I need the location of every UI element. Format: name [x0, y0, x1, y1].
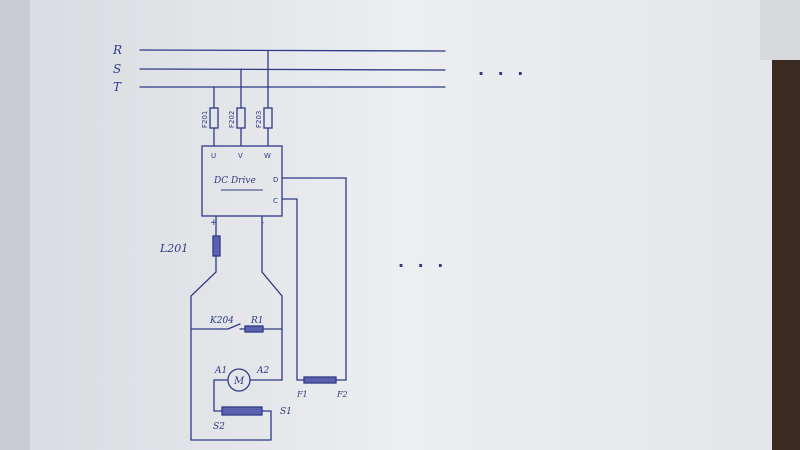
fuse-label-f203: F203	[255, 111, 263, 128]
motor-label-a2: A2	[256, 366, 269, 376]
bus-line-s	[139, 68, 446, 71]
series-field-label-s1: S1	[280, 407, 292, 417]
wire-a1	[213, 379, 229, 412]
minus-label: -	[261, 218, 264, 228]
terminal-label-u: U	[211, 152, 216, 160]
motor-circle	[227, 368, 251, 392]
paper-sheet	[30, 0, 772, 450]
series-field-label-s2: S2	[213, 422, 225, 432]
resistor-label: R1	[250, 316, 264, 326]
terminal-label-c: C	[273, 197, 278, 205]
terminal-label-v: V	[238, 152, 243, 160]
bus-label-t: T	[113, 80, 122, 94]
shunt-field-label-f2: F2	[336, 390, 348, 399]
contact-k204	[227, 323, 241, 330]
series-field-coil	[221, 406, 263, 416]
bus-label-s: S	[113, 62, 121, 76]
terminal-label-d: D	[273, 176, 278, 184]
ellipsis-mid: . . .	[398, 252, 447, 271]
shunt-field-coil	[303, 376, 337, 384]
contactor-label: K204	[209, 316, 234, 326]
bus-label-r: R	[112, 43, 122, 57]
inductor-label: L201	[159, 242, 188, 255]
plus-label: +	[210, 218, 218, 228]
wire-plus-lower	[190, 255, 272, 441]
fuse-label-f202: F202	[228, 111, 236, 128]
wire-c	[281, 198, 305, 381]
right-paper-edge	[760, 0, 800, 60]
bus-line-r	[139, 49, 446, 52]
wire-minus	[257, 215, 283, 381]
drive-title: DC Drive	[213, 176, 256, 186]
shunt-field-label-f1: F1	[296, 390, 308, 399]
dc-drive-box	[201, 145, 283, 217]
ellipsis-top: . . .	[478, 60, 527, 79]
wire-d	[281, 177, 347, 381]
inductor-l201	[212, 235, 221, 257]
resistor-r1	[244, 325, 264, 333]
terminal-label-w: W	[264, 152, 271, 160]
motor-symbol: M	[233, 376, 245, 387]
fuse-label-f201: F201	[201, 111, 209, 128]
motor-label-a1: A1	[214, 366, 227, 376]
